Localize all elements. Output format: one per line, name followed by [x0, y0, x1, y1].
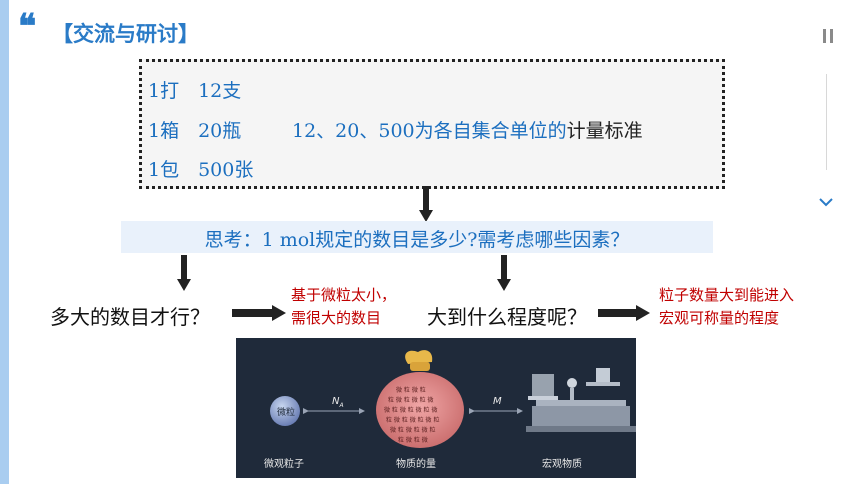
unit-line-2: 1箱 20瓶	[148, 120, 242, 142]
caption-macro: 宏观物质	[542, 459, 582, 470]
svg-text:微 粒 微 粒 微 粒: 微 粒 微 粒 微 粒	[390, 426, 436, 434]
unit-explanation: 12、20、500为各自集合单位的计量标准	[292, 116, 643, 143]
molar-mass-label: M	[493, 396, 502, 407]
think-question: 思考：1 mol规定的数目是多少?需考虑哪些因素？	[204, 229, 630, 251]
caption-amount: 物质的量	[396, 459, 436, 470]
svg-text:粒 微 粒 微: 粒 微 粒 微	[398, 436, 428, 444]
question-2: 大到什么程度呢？	[427, 305, 587, 329]
svg-text:粒 微 粒 微 粒 微 粒: 粒 微 粒 微 粒 微 粒	[386, 416, 439, 424]
arrow-right-icon	[232, 305, 286, 321]
answer-1-line1: 基于微粒太小，	[291, 286, 397, 304]
question-1: 多大的数目才行？	[50, 305, 210, 329]
arrow-down-icon	[177, 255, 191, 291]
svg-text:微 粒 微 粒: 微 粒 微 粒	[396, 386, 426, 394]
arrow-down-icon	[419, 186, 433, 222]
answer-2-line1: 粒子数量大到能进入	[659, 286, 795, 304]
arrow-right-icon	[598, 305, 650, 321]
answer-1-line2: 需很大的数目	[291, 309, 382, 327]
page-title: 【交流与研讨】	[52, 22, 199, 46]
unit-explanation-blue: 12、20、500为各自集合单位的	[292, 120, 567, 142]
particle-label: 微粒	[277, 408, 296, 418]
unit-line-1: 1打 12支	[148, 80, 242, 102]
svg-text:微 粒 微 粒 微 粒 微: 微 粒 微 粒 微 粒 微	[384, 406, 437, 414]
left-accent-strip	[0, 0, 9, 484]
arrow-down-icon	[497, 255, 511, 291]
unit-line-3: 1包 500张	[148, 159, 254, 181]
avogadro-subscript: A	[339, 402, 344, 409]
answer-2: 粒子数量大到能进入 宏观可称量的程度	[659, 284, 794, 330]
chevron-down-icon[interactable]	[818, 197, 834, 207]
avogadro-label: NA	[332, 396, 344, 409]
think-question-bar: 思考：1 mol规定的数目是多少?需考虑哪些因素？	[121, 221, 713, 253]
quote-icon: ❝	[18, 7, 36, 47]
pause-icon[interactable]	[822, 29, 834, 43]
answer-1: 基于微粒太小， 需很大的数目	[291, 284, 396, 330]
unit-examples-box: 1打 12支 1箱 20瓶 12、20、500为各自集合单位的计量标准 1包 5…	[139, 59, 725, 189]
caption-micro: 微观粒子	[264, 459, 304, 470]
avogadro-symbol: N	[332, 396, 340, 407]
unit-explanation-black: 计量标准	[566, 120, 643, 142]
answer-2-line2: 宏观可称量的程度	[659, 309, 780, 327]
scroll-track[interactable]	[826, 74, 827, 170]
mole-concept-diagram: 微 粒 微 粒 粒 微 粒 微 粒 微 微 粒 微 粒 微 粒 微 粒 微 粒 …	[236, 338, 636, 478]
diagram-graphic: 微 粒 微 粒 粒 微 粒 微 粒 微 微 粒 微 粒 微 粒 微 粒 微 粒 …	[270, 350, 636, 448]
svg-text:粒 微 粒 微 粒 微: 粒 微 粒 微 粒 微	[388, 396, 434, 404]
